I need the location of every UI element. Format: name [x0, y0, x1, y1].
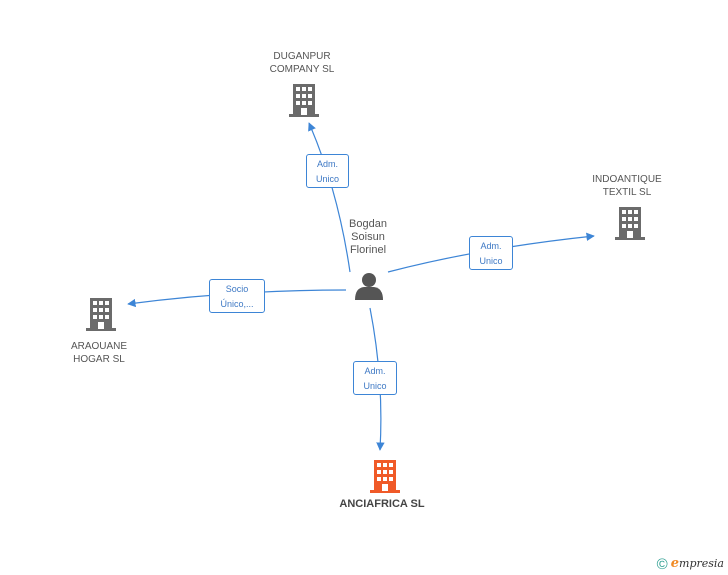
- company-label-line: DUGANPUR: [273, 51, 331, 62]
- company-label-indoantique[interactable]: INDOANTIQUE TEXTIL SL: [578, 173, 676, 199]
- brand-logo: empresia: [670, 556, 724, 571]
- copyright-icon: ©: [656, 556, 668, 573]
- company-label-duganpur[interactable]: DUGANPUR COMPANY SL: [254, 50, 350, 76]
- edge-label-line: Socio: [225, 284, 249, 294]
- person-name-line: Florinel: [349, 244, 387, 256]
- edge-label-araouane[interactable]: Socio Único,...: [209, 279, 265, 313]
- company-label-line: HOGAR SL: [73, 354, 125, 365]
- building-icon-indoantique[interactable]: [615, 207, 645, 240]
- company-label-line: COMPANY SL: [269, 64, 335, 75]
- footer-brand[interactable]: © empresia: [657, 556, 724, 573]
- person-icon[interactable]: [355, 273, 383, 300]
- company-label-anciafrica[interactable]: ANCIAFRICA SL: [326, 498, 438, 511]
- company-label-line: TEXTIL SL: [602, 187, 652, 198]
- brand-initial: e: [670, 556, 680, 571]
- building-icon-araouane[interactable]: [86, 298, 116, 331]
- edge-label-duganpur[interactable]: Adm. Unico: [306, 154, 349, 188]
- edge-label-line: Unico: [315, 174, 339, 184]
- company-label-araouane[interactable]: ARAOUANE HOGAR SL: [54, 340, 144, 366]
- company-label-line: ANCIAFRICA SL: [339, 498, 425, 510]
- edge-line-duganpur: [308, 122, 351, 273]
- edge-label-line: Único,...: [220, 299, 254, 309]
- edge-label-line: Adm.: [364, 366, 386, 376]
- building-icon-anciafrica[interactable]: [370, 460, 400, 493]
- person-name-line: Soisun: [351, 231, 385, 243]
- edge-label-line: Adm.: [316, 159, 338, 169]
- edge-label-line: Unico: [479, 256, 503, 266]
- edge-label-indoantique[interactable]: Adm. Unico: [469, 236, 513, 270]
- brand-name: mpresia: [679, 557, 724, 570]
- building-icon-duganpur[interactable]: [289, 84, 319, 117]
- person-name-line: Bogdan: [349, 218, 387, 230]
- edge-label-anciafrica[interactable]: Adm. Unico: [353, 361, 397, 395]
- company-label-line: ARAOUANE: [70, 341, 128, 352]
- person-name[interactable]: Bogdan Soisun Florinel: [336, 218, 400, 257]
- edge-label-line: Unico: [363, 381, 387, 391]
- company-label-line: INDOANTIQUE: [592, 174, 662, 185]
- edge-label-line: Adm.: [480, 241, 502, 251]
